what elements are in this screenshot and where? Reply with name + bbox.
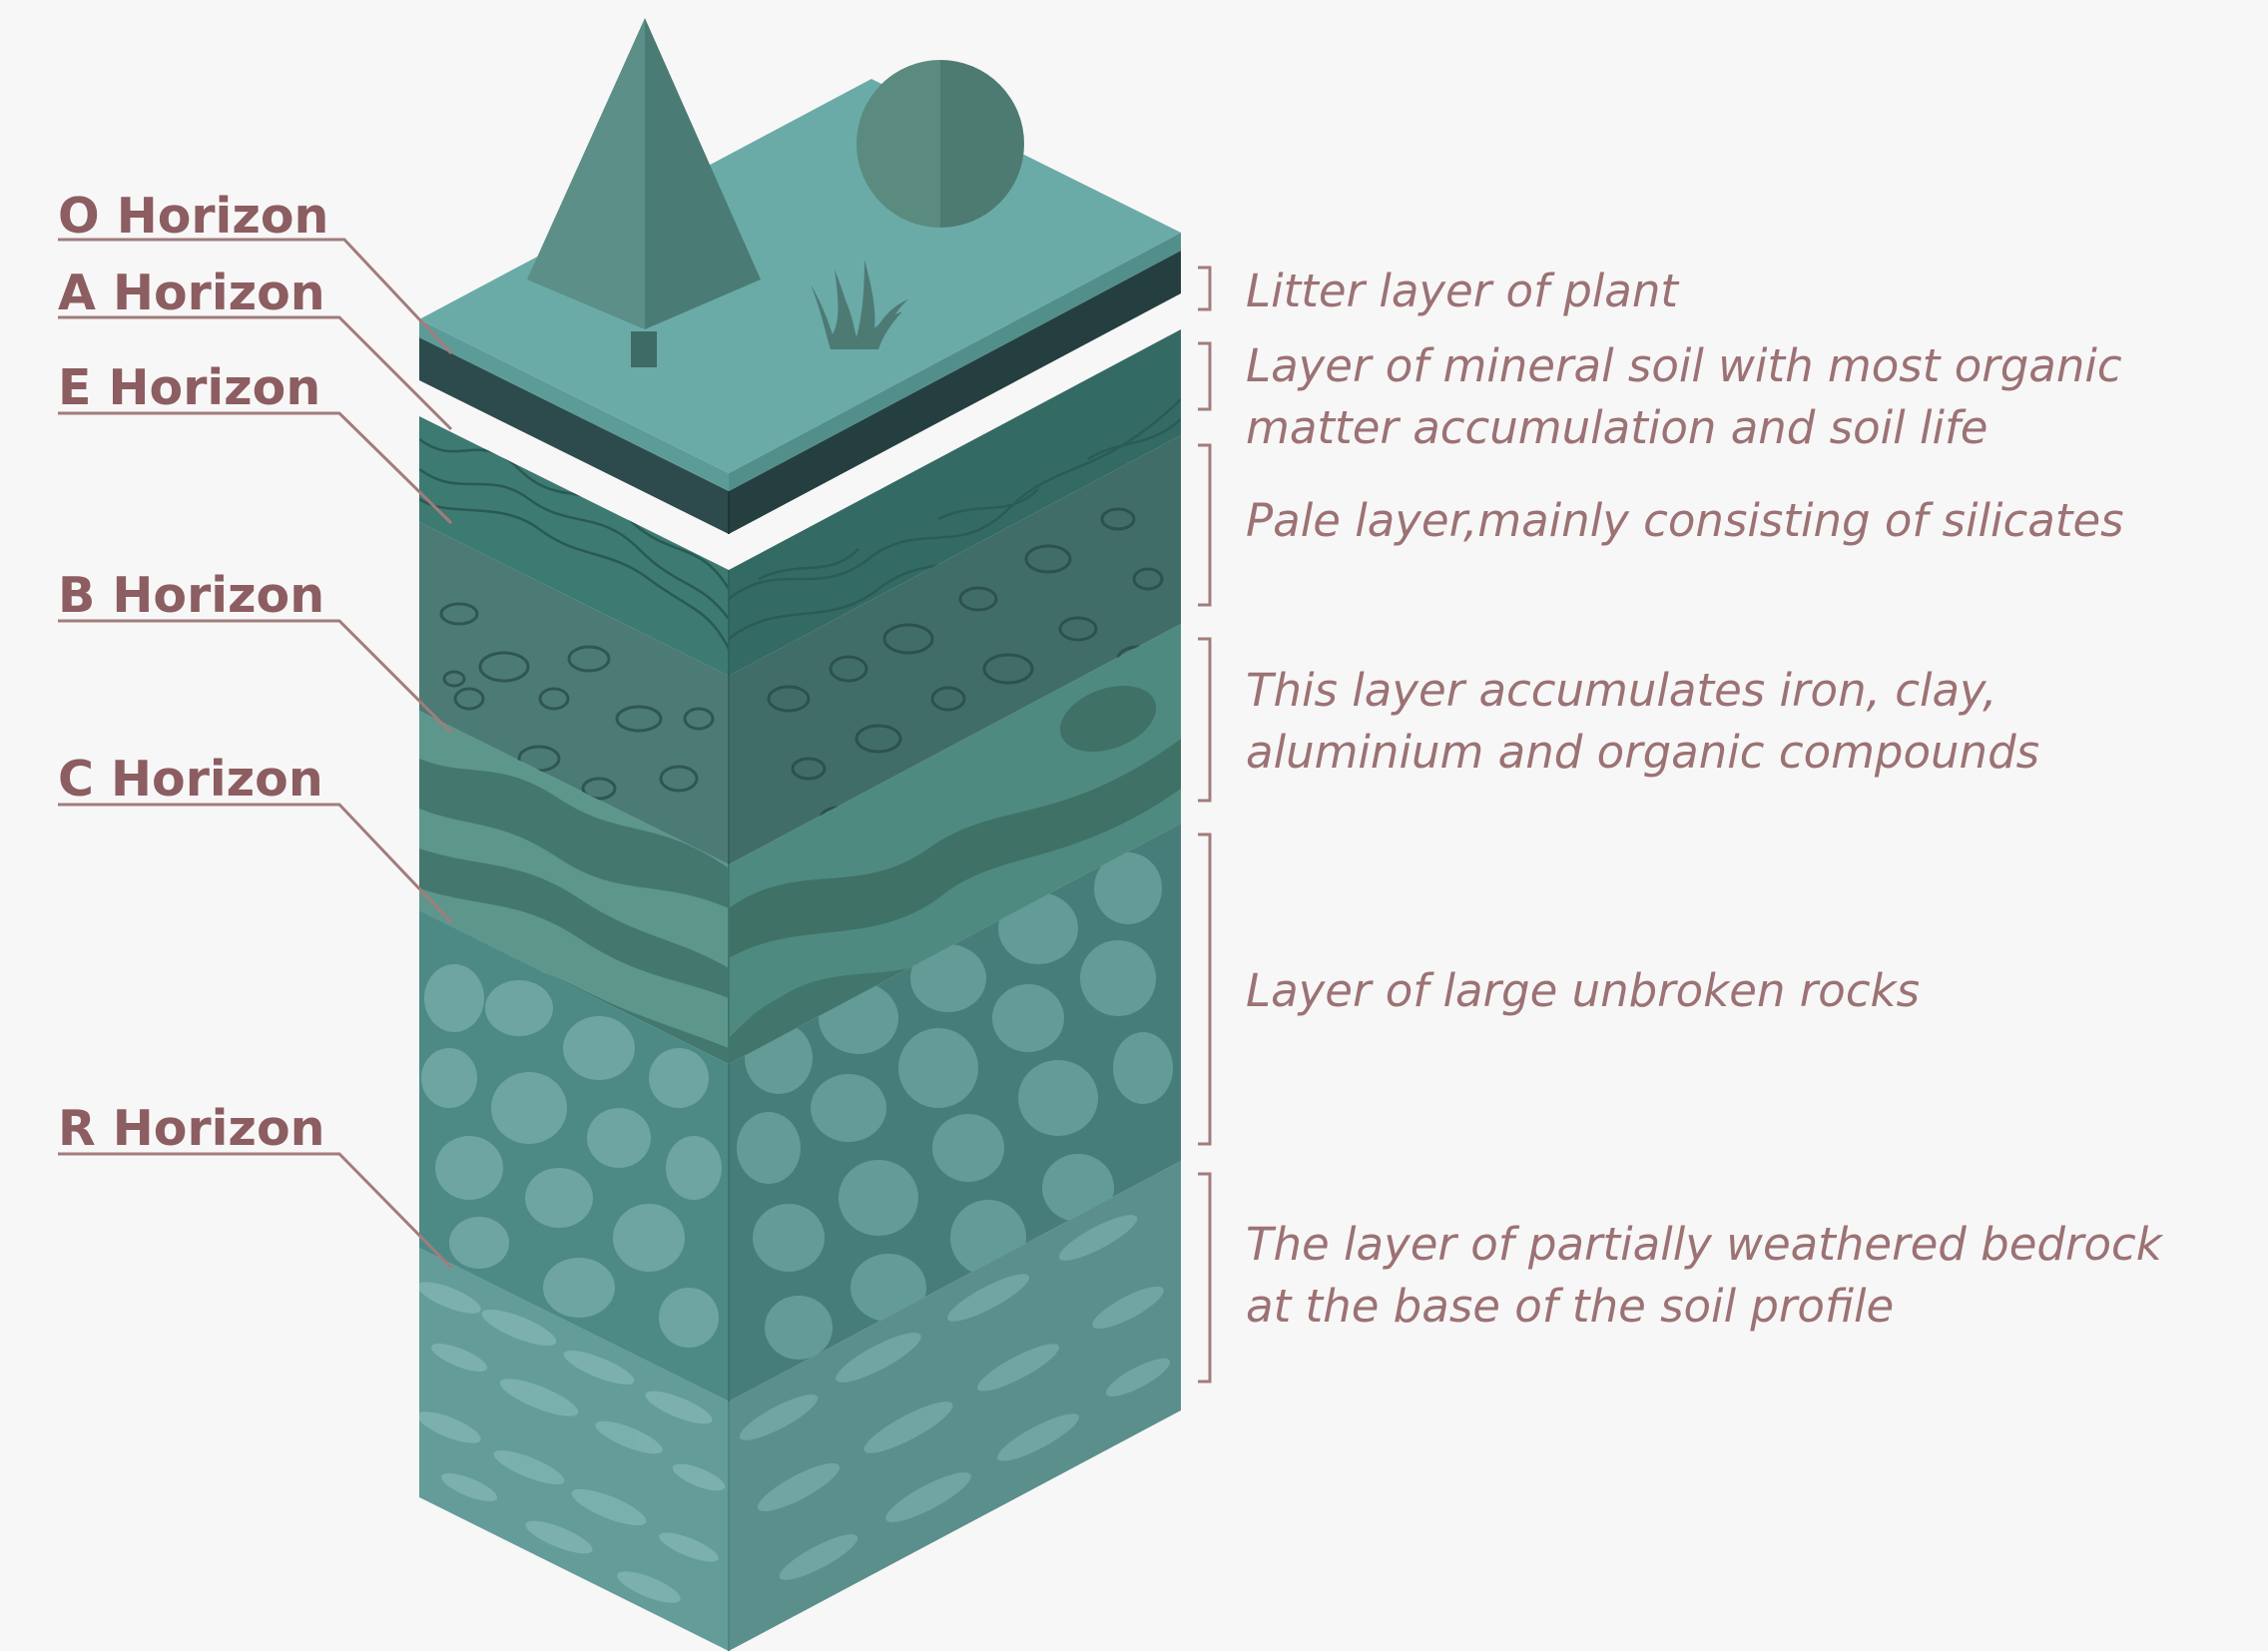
e-horizon-label: E Horizon: [58, 359, 321, 416]
b-horizon-block: [419, 624, 1181, 1064]
leader-line-c: [58, 803, 453, 924]
e-horizon-description: Pale layer,mainly consisting of silicate…: [1246, 490, 2124, 552]
o-horizon-block: [419, 251, 1181, 534]
c-horizon-label: C Horizon: [58, 751, 323, 808]
grass-icon: [811, 260, 908, 349]
description-line: The layer of partially weathered bedrock: [1246, 1218, 2162, 1271]
brackets: [1198, 266, 1212, 1383]
bracket-c: [1198, 832, 1212, 1146]
r-horizon-description: The layer of partially weathered bedrock…: [1246, 1214, 2162, 1338]
description-line: aluminium and organic compounds: [1246, 726, 2040, 779]
bracket-e: [1198, 443, 1212, 607]
bracket-r: [1198, 1172, 1212, 1383]
description-line: matter accumulation and soil life: [1246, 401, 1988, 454]
leader-line-o: [58, 238, 453, 355]
r-horizon-block: [419, 1161, 1181, 1651]
b-horizon-label: B Horizon: [58, 567, 325, 624]
description-line: Layer of large unbroken rocks: [1246, 964, 1921, 1017]
bush-icon: [856, 60, 1024, 228]
leader-line-r: [58, 1152, 453, 1270]
description-line: at the base of the soil profile: [1246, 1280, 1895, 1333]
description-line: Pale layer,mainly consisting of silicate…: [1246, 494, 2124, 547]
leader-line-a: [58, 315, 453, 431]
bracket-o: [1198, 266, 1212, 311]
c-horizon-description: Layer of large unbroken rocks: [1246, 960, 1920, 1022]
a-horizon-label: A Horizon: [58, 265, 325, 321]
o-horizon-label: O Horizon: [58, 188, 329, 245]
bracket-b: [1198, 637, 1212, 803]
tree-icon: [527, 18, 761, 367]
leader-line-e: [58, 411, 453, 525]
bracket-a: [1198, 341, 1212, 411]
a-horizon-description: Layer of mineral soil with most organic …: [1246, 335, 2122, 459]
leader-line-b: [58, 619, 453, 735]
b-horizon-description: This layer accumulates iron, clay, alumi…: [1246, 660, 2039, 784]
o-horizon-description: Litter layer of plant: [1246, 261, 1678, 322]
description-line: This layer accumulates iron, clay,: [1246, 664, 1997, 717]
description-line: Litter layer of plant: [1246, 265, 1679, 317]
description-line: Layer of mineral soil with most organic: [1246, 339, 2122, 392]
leader-lines: [58, 238, 453, 1270]
r-horizon-label: R Horizon: [58, 1100, 325, 1157]
